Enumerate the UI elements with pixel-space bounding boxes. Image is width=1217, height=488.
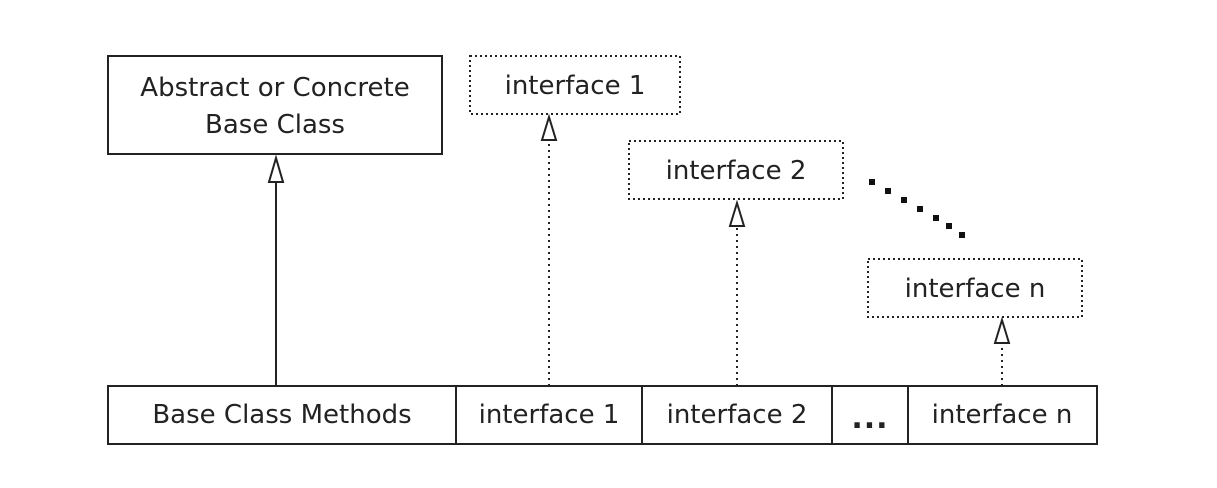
row-cell-interface-n: interface n xyxy=(932,400,1073,430)
ellipsis-dot xyxy=(959,232,965,238)
base-class-box: Abstract or Concrete Base Class xyxy=(107,55,443,155)
composite-class-row: Base Class Methods interface 1 interface… xyxy=(107,385,1098,445)
interface-1-label: interface 1 xyxy=(505,71,646,101)
interface-2-box: interface 2 xyxy=(628,140,844,200)
ellipsis-dot xyxy=(933,215,939,221)
realization-arrow-icon xyxy=(728,199,746,227)
ellipsis-dot xyxy=(885,188,891,194)
base-class-title-line2: Base Class xyxy=(205,110,345,140)
ellipsis-dot xyxy=(901,197,907,203)
interface-n-label: interface n xyxy=(905,274,1046,304)
row-cell-interface-2: interface 2 xyxy=(667,400,808,430)
connector-base-class xyxy=(267,154,285,386)
ellipsis-dot xyxy=(917,206,923,212)
interface-n-box-border xyxy=(867,258,1083,318)
interface-2-box-border xyxy=(628,140,844,200)
row-cell-interface-1: interface 1 xyxy=(479,400,620,430)
connector-interface-n xyxy=(993,316,1011,386)
ellipsis-dot xyxy=(869,179,875,185)
base-class-box-border xyxy=(107,55,443,155)
interface-1-box: interface 1 xyxy=(469,55,681,115)
connector-interface-1 xyxy=(540,113,558,386)
ellipsis-dot xyxy=(946,223,952,229)
realization-arrow-icon xyxy=(993,316,1011,344)
base-class-title-line1: Abstract or Concrete xyxy=(140,73,409,103)
realization-arrow-icon xyxy=(540,113,558,141)
interface-2-label: interface 2 xyxy=(666,156,807,186)
inheritance-arrow-icon xyxy=(267,154,285,183)
diagonal-ellipsis xyxy=(869,179,965,238)
row-cell-ellipsis: ... xyxy=(851,401,888,436)
connector-interface-2 xyxy=(728,199,746,386)
interface-n-box: interface n xyxy=(867,258,1083,318)
row-cell-base-class-methods: Base Class Methods xyxy=(152,400,411,430)
composite-row-border xyxy=(107,385,1098,445)
interface-1-box-border xyxy=(469,55,681,115)
